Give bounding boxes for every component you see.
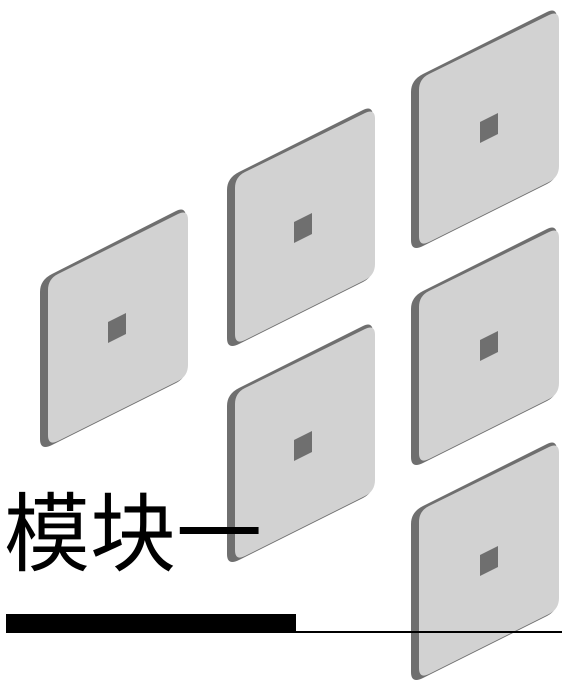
title-underline-bar <box>6 614 296 633</box>
square-tile-icon <box>227 108 375 346</box>
title-divider-line <box>296 631 562 633</box>
square-tile-icon <box>40 209 188 447</box>
square-tile-icon <box>411 442 559 680</box>
square-tile-icon <box>411 10 559 248</box>
square-tile-icon <box>227 324 375 562</box>
module-title: 模块一 <box>4 485 262 585</box>
square-tile-icon <box>411 227 559 465</box>
